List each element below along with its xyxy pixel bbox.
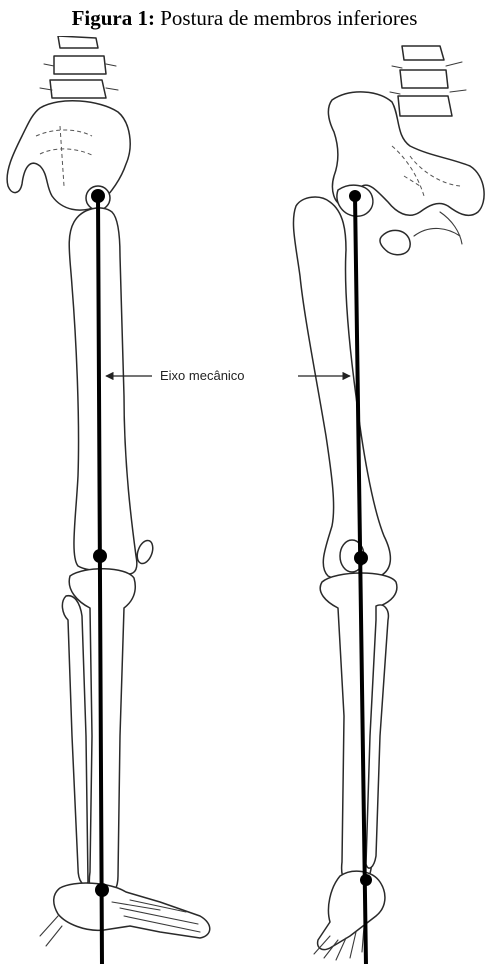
figure-caption-label: Figura 1: (72, 6, 155, 30)
side-femur (293, 197, 390, 581)
side-knee-center (354, 551, 368, 565)
front-view-skeleton (7, 36, 210, 946)
front-ankle-center (95, 883, 109, 897)
lower-limb-svg: Eixo mecânico (0, 36, 489, 964)
side-ankle-center (360, 874, 372, 886)
front-pelvis (7, 101, 130, 210)
front-vertebrae (40, 36, 118, 98)
front-fibula (62, 596, 88, 885)
front-femur (69, 208, 137, 574)
lower-limb-illustration: Eixo mecânico (0, 36, 489, 964)
side-vertebrae (390, 46, 466, 116)
front-foot (40, 883, 210, 946)
figure-caption-text: Postura de membros inferiores (155, 6, 417, 30)
front-knee-center (93, 549, 107, 563)
front-hip-center (91, 189, 105, 203)
mechanical-axis-annotation: Eixo mecânico (106, 368, 350, 383)
side-foot (314, 871, 385, 960)
side-hip-center (349, 190, 361, 202)
mechanical-axis-label: Eixo mecânico (160, 368, 245, 383)
side-view-skeleton (293, 46, 484, 960)
figure-caption: Figura 1: Postura de membros inferiores (0, 6, 489, 31)
